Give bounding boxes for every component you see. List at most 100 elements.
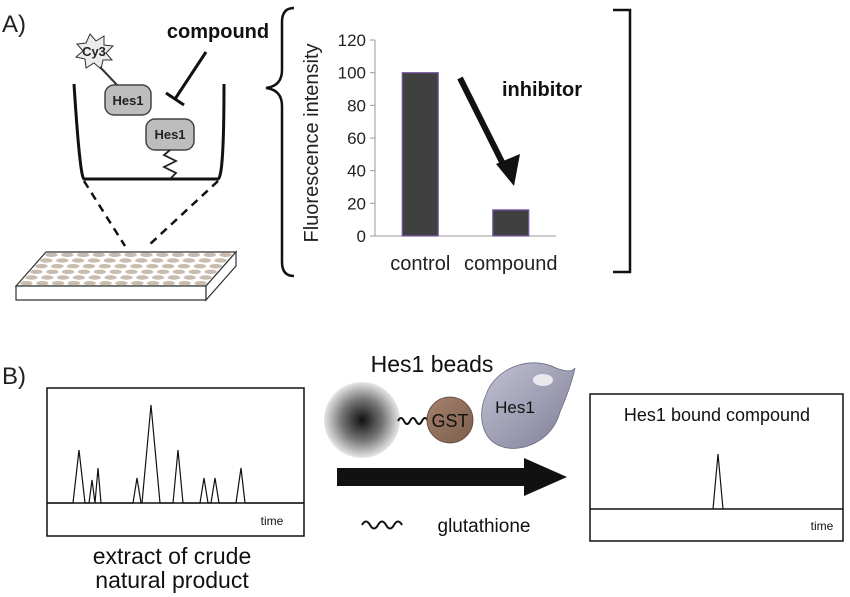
plate-well [115,281,128,286]
plate-well [198,258,211,263]
plate-wells [20,252,232,286]
plate-front [15,285,207,301]
process-arrow-shaft [337,468,527,486]
inhibitor-arrow-shaft [457,76,508,170]
plate-well [199,275,212,280]
plate-well [204,269,217,274]
plate-well [35,264,48,269]
plate-well [51,264,64,269]
plate-well [46,269,59,274]
y-tick-label: 0 [357,227,366,246]
process-arrow [337,458,567,496]
plate-well [109,269,122,274]
caption-line-1: extract of crude [93,543,252,569]
well-outline [72,83,226,181]
plate-well [151,258,164,263]
plate-well [76,252,90,257]
panel-a-label: A) [2,11,26,38]
glutathione-squiggle-icon [361,520,403,530]
plate-well [125,269,138,274]
plate-well [104,275,117,280]
plate-well [108,252,122,257]
plate-well [20,281,33,286]
plate-well [146,264,159,269]
plate-well [136,275,149,280]
well-diagram: Cy3 Hes1 Hes1 compound [72,21,269,247]
plate-well [156,252,169,257]
glutathione-label: glutathione [438,516,531,537]
plate-well [61,252,74,257]
plate-well [72,275,86,280]
plate-well [82,264,96,269]
inhibitor-arrow [457,76,520,186]
plate-top [14,251,238,287]
crude-extract-chromatogram: time extract of crude natural product [46,387,305,593]
plate-well [141,269,154,274]
plate-well [151,275,165,280]
plate-well [88,275,102,280]
bound-title: Hes1 bound compound [624,405,810,425]
plate-well [193,264,206,269]
plate-well [114,264,127,269]
plate-side [205,250,237,302]
bound-peak [712,453,724,510]
plate-well [119,258,132,263]
plate-well [45,252,58,257]
plate-well [167,275,181,280]
plate-well [83,281,97,286]
plate-well [67,281,81,286]
inhibitor-arrowhead-icon [496,154,520,186]
y-axis-label: Fluorescence intensity [301,44,323,243]
plate-well [87,258,101,263]
bound-compound-chromatogram: Hes1 bound compound time [589,393,844,542]
plate-well [172,269,186,274]
y-tick-label: 60 [347,129,366,148]
inhibition-bar [165,91,185,107]
process-arrowhead-icon [524,458,567,496]
plate-well [156,269,170,274]
plate-well [203,252,216,257]
zoom-line-right [147,180,219,247]
time-label-left: time [261,514,284,528]
hes1-highlight [533,374,553,386]
plate-well [124,252,137,257]
plate-well [56,258,69,263]
plate-well [214,258,227,263]
hes1-top-shape [104,84,152,116]
plate-well [103,258,117,263]
surface-tether [161,149,179,180]
plate-well [182,258,196,263]
time-label-right: time [811,519,834,533]
panel-b-label: B) [2,363,26,390]
chromatogram-peaks [47,404,304,504]
y-tick-label: 20 [347,194,366,213]
plate-well [99,281,112,286]
plate-well [51,281,65,286]
plate-well [66,264,80,269]
x-tick-label: control [390,253,450,275]
plate-well [178,281,191,286]
plate-well [40,258,53,263]
plate-well [30,269,43,274]
bar-compound [492,209,530,237]
plate-well [130,264,143,269]
cy3-linker [99,66,119,87]
y-tick-label: 100 [338,64,366,83]
hes1-beads-diagram: Hes1 beads GST Hes1 [324,351,576,458]
plate-well [162,281,176,286]
plate-well [171,252,185,257]
hes1-bead-label: Hes1 [495,398,535,417]
compound-label: compound [167,21,269,43]
inhibition-line [173,51,208,100]
plate-well [183,275,196,280]
y-tick-label: 120 [338,31,366,50]
cy3-label: Cy3 [82,44,106,59]
plate-well [93,269,107,274]
y-tick-label: 40 [347,162,366,181]
plate-well [77,269,91,274]
plate-well [194,281,207,286]
plate-well [120,275,133,280]
zoom-line-left [82,180,127,247]
